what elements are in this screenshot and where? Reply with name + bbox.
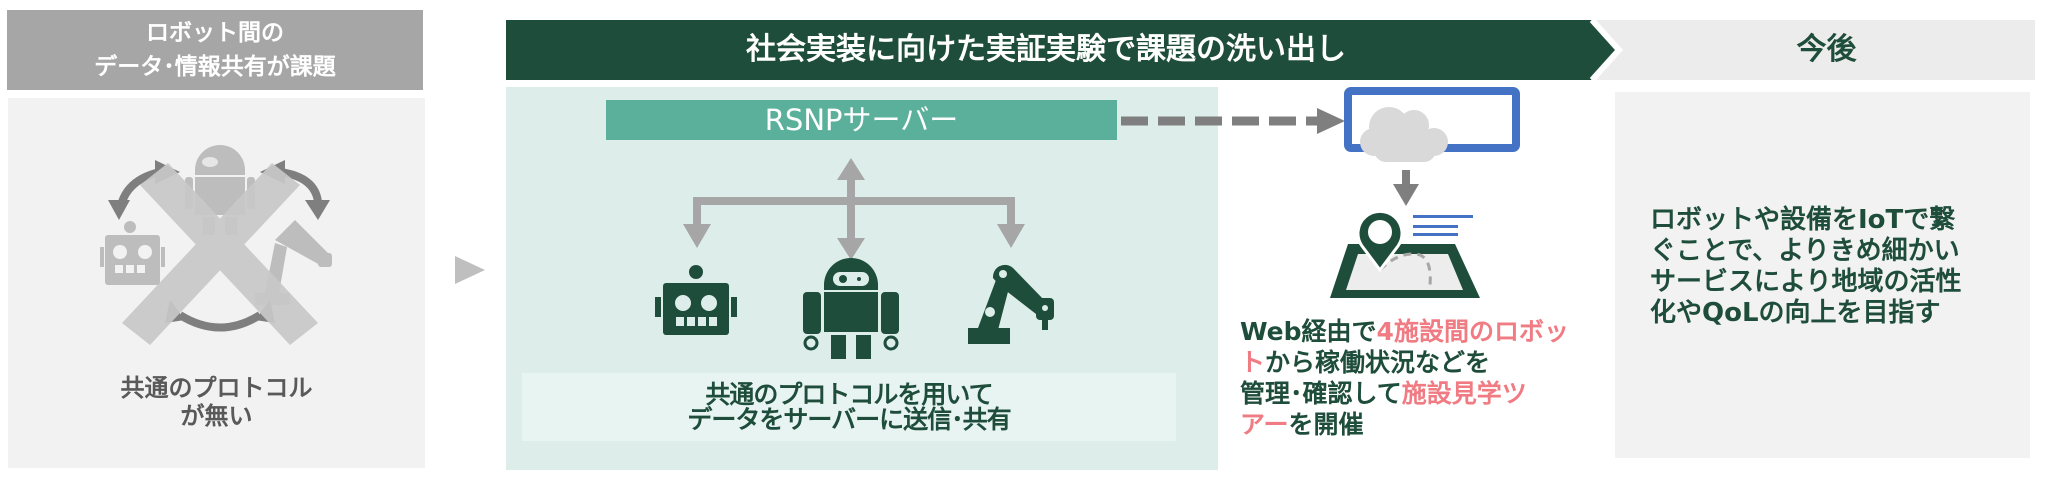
web-text-highlight4: アー — [1240, 410, 1289, 439]
web-text-seg5: 管理･確認して — [1240, 379, 1402, 408]
android-robot-icon — [803, 258, 899, 359]
demo-header-title: 社会実装に向けた実証実験で課題の洗い出し — [746, 32, 1346, 67]
future-description: ロボットや設備をIoTで繋 ぐことで、よりきめ細かい サービスにより地域の活性 … — [1650, 205, 2020, 329]
web-text-highlight3: 施設見学ツ — [1401, 379, 1527, 408]
future-line1: ロボットや設備をIoTで繋 — [1650, 205, 1956, 235]
future-header-bg — [1589, 17, 2035, 83]
future-line3: サービスにより地域の活性 — [1650, 267, 1962, 297]
flow-arrow-icon — [455, 256, 485, 284]
cloud-screen-icon — [1344, 87, 1520, 162]
robot-arm-icon — [968, 264, 1054, 344]
problem-header-line1: ロボット間の — [146, 20, 284, 46]
cross-mark-icon — [122, 163, 318, 345]
web-text-highlight1: 4施設間のロボッ — [1376, 317, 1569, 346]
web-text-highlight2: ト — [1240, 348, 1266, 377]
no-protocol-caption: 共通のプロトコル が無い — [8, 374, 425, 430]
dashed-arrow-icon — [1121, 108, 1345, 134]
future-header-title: 今後 — [1796, 32, 1857, 67]
problem-header: ロボット間の データ･情報共有が課題 — [7, 10, 423, 90]
no-protocol-illustration — [100, 145, 332, 345]
protocol-line1: 共通のプロトコルを用いて — [705, 380, 993, 409]
web-text-seg4: から稼働状況などを — [1265, 348, 1491, 377]
robot-head-icon — [655, 265, 737, 335]
web-tour-description: Web経由で4施設間のロボッ トから稼働状況などを 管理･確認して施設見学ツ ア… — [1240, 316, 1600, 440]
rsnp-server-label: RSNPサーバー — [606, 100, 1117, 140]
robot-head-icon — [100, 221, 165, 285]
protocol-line2: データをサーバーに送信･共有 — [687, 405, 1011, 434]
future-panel — [1615, 92, 2030, 458]
location-pin-icon — [1356, 209, 1404, 273]
caption-line2: が無い — [180, 402, 253, 430]
web-text-seg1: Web経由で — [1240, 317, 1377, 346]
map-tablet-icon — [1330, 209, 1480, 298]
server-connection-arrows — [683, 158, 1025, 260]
web-text-seg8: を開催 — [1288, 410, 1364, 439]
protocol-description: 共通のプロトコルを用いて データをサーバーに送信･共有 — [522, 373, 1176, 441]
future-line4: 化やQoLの向上を目指す — [1650, 298, 1941, 328]
demo-header-arrow — [506, 20, 1618, 80]
cloud-icon — [1360, 107, 1448, 162]
problem-header-line2: データ･情報共有が課題 — [94, 54, 336, 80]
future-line2: ぐことで、よりきめ細かい — [1650, 236, 1960, 266]
down-arrow-icon — [1393, 170, 1419, 206]
caption-line1: 共通のプロトコル — [120, 374, 313, 402]
